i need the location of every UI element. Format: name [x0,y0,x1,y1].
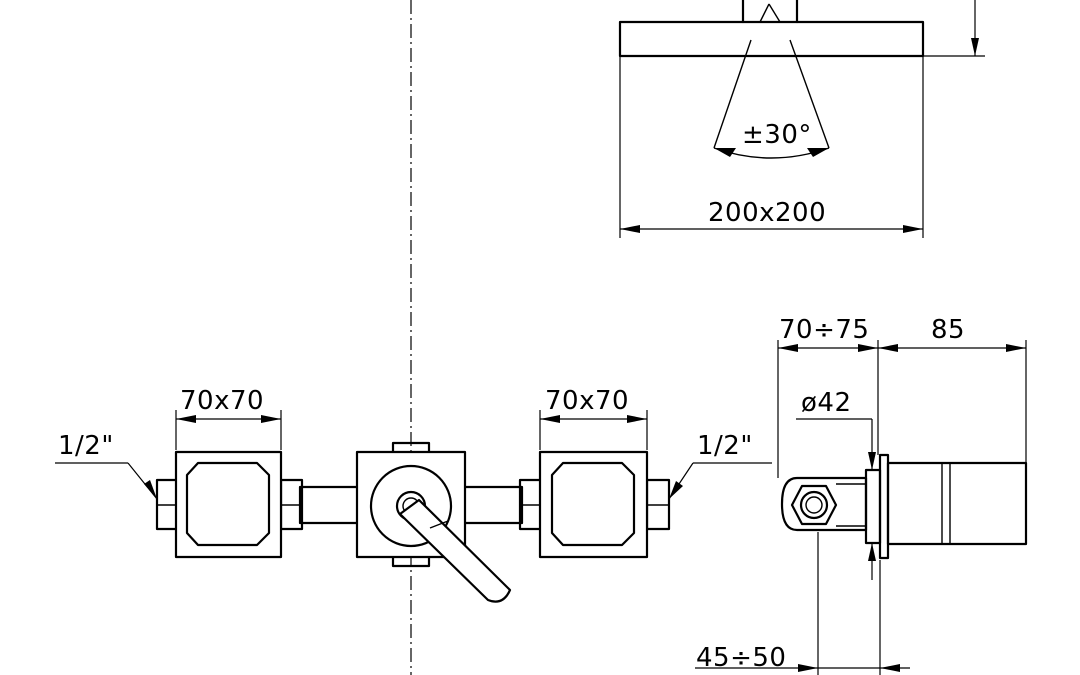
dim-inlet [695,532,910,675]
leader-thread-right [668,462,772,500]
mixer-valve [355,441,512,603]
diameter-label: ø42 [801,388,852,418]
box-left-label: 70x70 [180,386,264,416]
side-view [780,453,1028,560]
protrusion-label: 85 [931,315,965,345]
dim-right-box [539,410,648,450]
wall-depth-label: 70÷75 [779,315,869,345]
leader-thread-left [55,462,158,500]
thread-right-label: 1/2" [697,431,753,461]
dim-left-box [175,410,282,450]
spread-angle-label: ±30° [742,120,812,150]
right-valve-box [518,450,671,559]
inlet-depth-label: 45÷50 [696,643,786,673]
box-right-label: 70x70 [545,386,629,416]
left-valve-box [155,450,304,559]
shower-head [618,0,985,238]
thread-left-label: 1/2" [58,431,114,461]
head-size-label: 200x200 [708,198,826,228]
dim-side-top [777,340,1027,478]
dim-diameter [796,418,876,580]
